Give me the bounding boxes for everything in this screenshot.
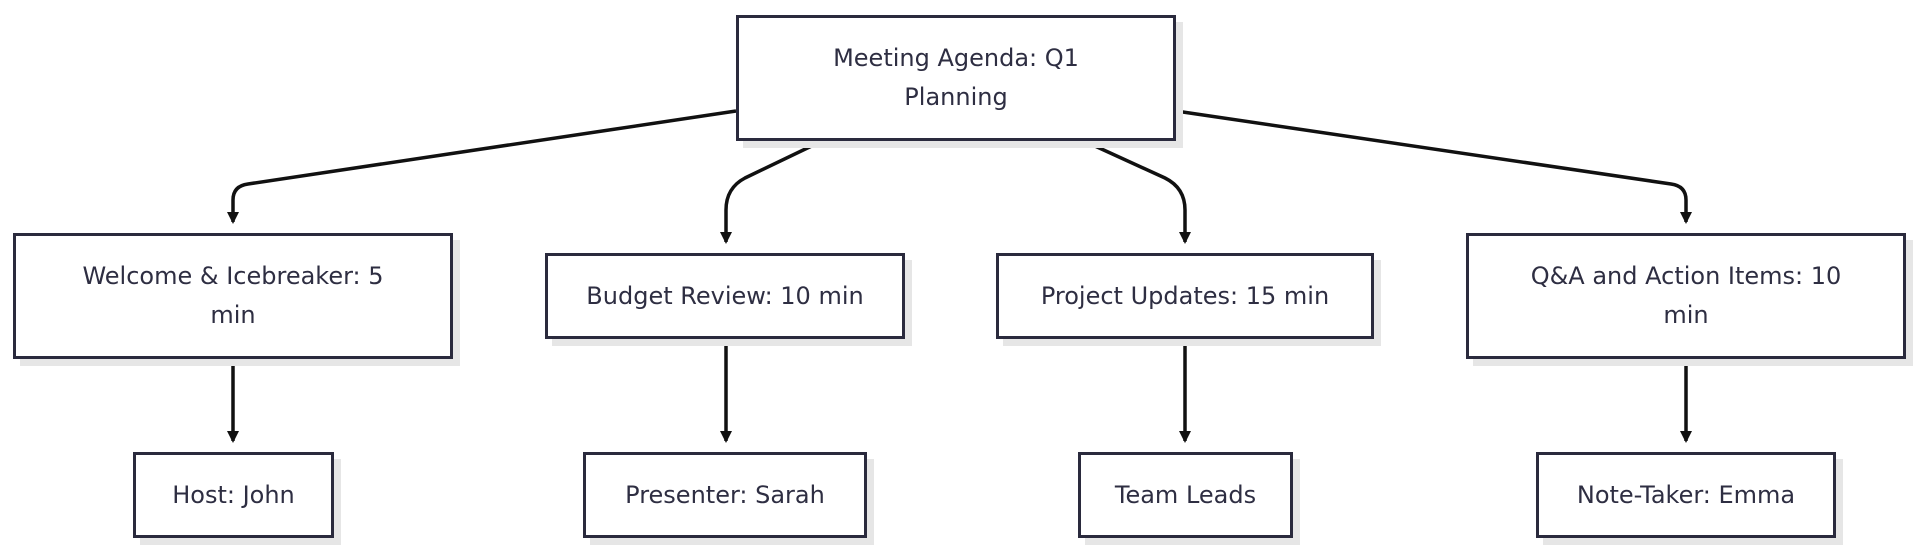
edge-root-to-projects <box>1083 139 1191 244</box>
node-host-label: Host: John <box>172 480 295 509</box>
node-projects-label: Project Updates: 15 min <box>1040 281 1330 310</box>
node-budget-review: Budget Review: 10 min <box>545 253 905 339</box>
node-project-updates: Project Updates: 15 min <box>996 253 1374 339</box>
edge-root-to-budget <box>720 139 823 244</box>
root-node-label: Meeting Agenda: Q1 Planning <box>833 44 1079 111</box>
node-welcome-label: Welcome & Icebreaker: 5 min <box>82 262 384 329</box>
edge-root-to-qa <box>1175 109 1692 224</box>
node-leads-label: Team Leads <box>1114 480 1257 509</box>
node-welcome-icebreaker: Welcome & Icebreaker: 5 min <box>13 233 453 359</box>
node-presenter-label: Presenter: Sarah <box>625 480 825 509</box>
node-host: Host: John <box>133 452 334 538</box>
node-budget-label: Budget Review: 10 min <box>586 281 864 310</box>
node-note-taker: Note-Taker: Emma <box>1536 452 1836 538</box>
root-node-meeting-agenda: Meeting Agenda: Q1 Planning <box>736 15 1176 141</box>
node-qa-label: Q&A and Action Items: 10 min <box>1530 262 1842 329</box>
node-presenter: Presenter: Sarah <box>583 452 867 538</box>
edge-root-to-welcome <box>227 109 737 224</box>
node-team-leads: Team Leads <box>1078 452 1293 538</box>
node-qa-action-items: Q&A and Action Items: 10 min <box>1466 233 1906 359</box>
node-notetaker-label: Note-Taker: Emma <box>1576 480 1796 509</box>
